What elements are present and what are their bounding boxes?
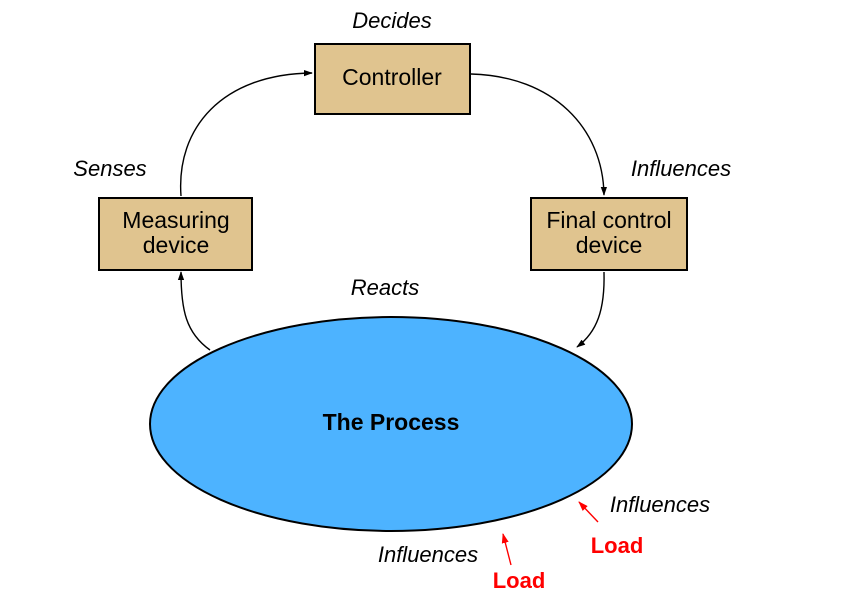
decides-label: Decides [352,8,431,33]
measuring-device-block: Measuring device [98,197,253,271]
load-bottom-label: Load [493,568,546,593]
measuring-device-label-line2: device [143,232,209,258]
load-right-label: Load [591,533,644,558]
measuring-device-label-line1: Measuring [122,207,229,233]
senses-label: Senses [73,156,146,181]
load-arrow-right [578,501,599,523]
process-label: The Process [323,409,460,435]
final-control-device-block: Final control device [530,197,688,271]
influences-right-label: Influences [610,492,710,517]
final-control-device-label-line1: Final control [546,207,671,233]
reacts-label: Reacts [351,275,419,300]
influences-bottom-label: Influences [378,542,478,567]
influences-top-label: Influences [631,156,731,181]
controller-block: Controller [314,43,471,115]
arrow-measuring-to-controller [179,69,313,197]
process-ellipse [149,316,633,532]
final-control-device-label-line2: device [576,232,642,258]
load-arrow-bottom [501,533,512,566]
controller-label: Controller [342,64,442,90]
arrow-controller-to-final-control [470,73,608,196]
arrow-process-to-measuring [177,271,211,351]
arrow-final-control-to-process [576,271,605,348]
